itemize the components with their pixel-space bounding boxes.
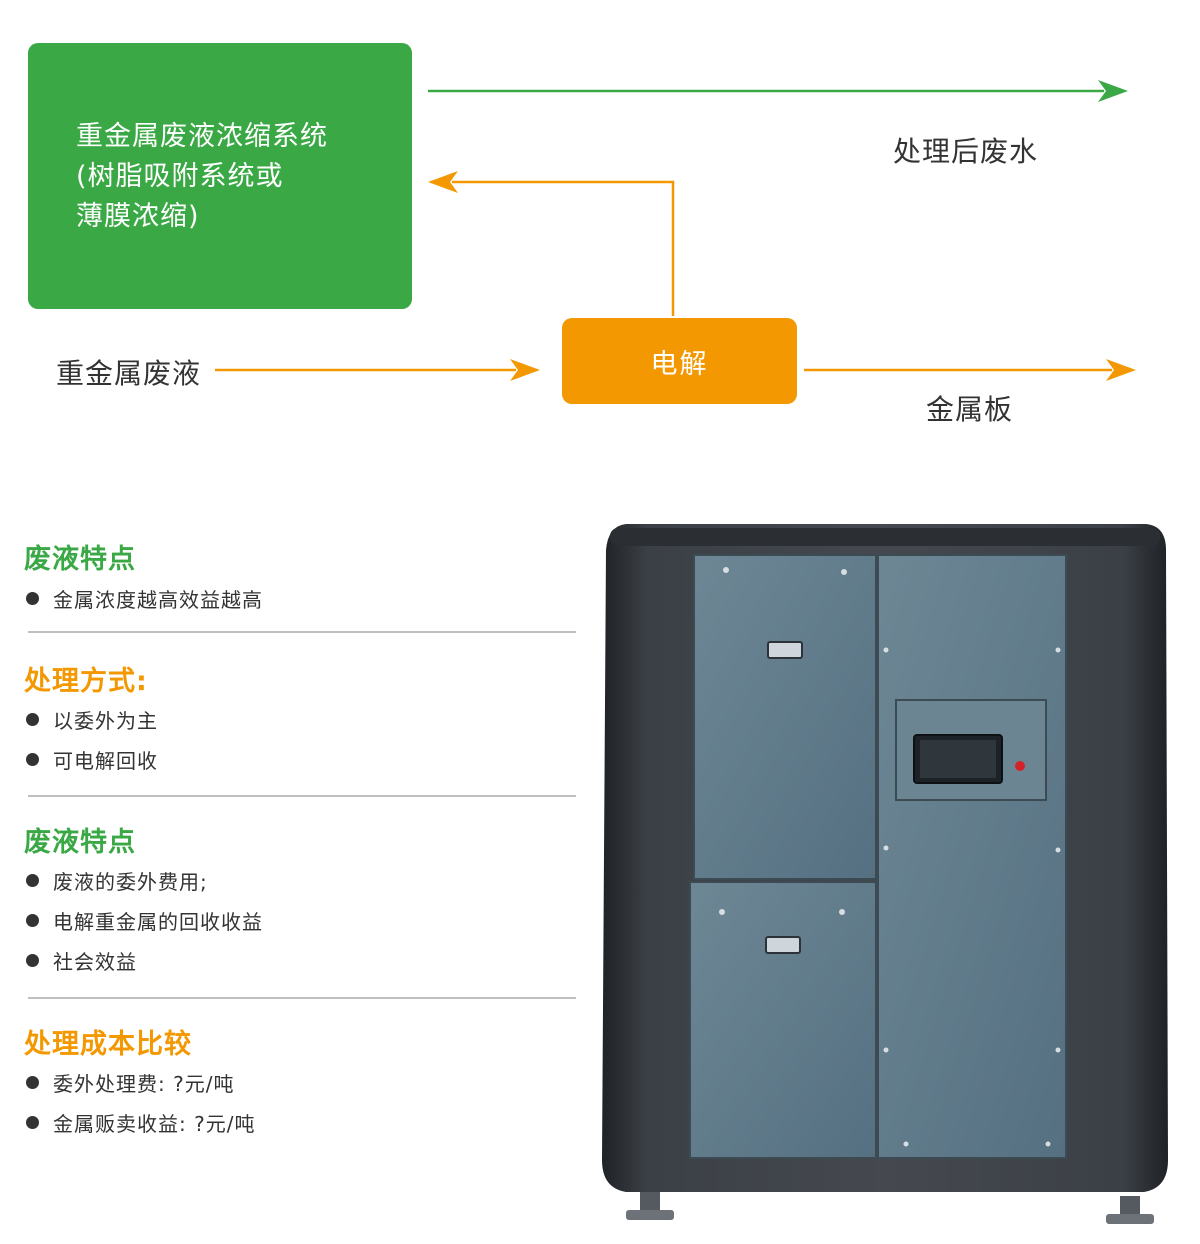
metal-plate-label: 金属板 [926,393,1014,426]
concentration-system-line-2: (树脂吸附系统或 [76,161,284,192]
list-item: 以委外为主 [26,705,158,734]
bullet-dot-icon [26,713,39,726]
concentration-system-line-1: 重金属废液浓缩系统 [76,121,328,152]
treated-water-label: 处理后废水 [893,135,1039,168]
input-waste-label: 重金属废液 [56,357,202,390]
section-divider [28,997,576,999]
concentration-system-box: 重金属废液浓缩系统 (树脂吸附系统或 薄膜浓缩) [28,43,412,309]
section-title-waste-features-2: 废液特点 [24,827,136,858]
return-arrow [428,171,675,316]
input-arrow [215,359,540,381]
treated-water-arrow [428,80,1128,102]
electrolysis-label: 电解 [650,348,709,380]
section-title-waste-features: 废液特点 [24,544,136,575]
concentration-system-line-3: 薄膜浓缩) [76,201,200,232]
list-item: 社会效益 [26,946,137,975]
bullet-dot-icon [26,874,39,887]
list-item: 电解重金属的回收收益 [26,906,263,935]
bullet-dot-icon [26,1116,39,1129]
bullet-dot-icon [26,1076,39,1089]
section-title-cost-comparison: 处理成本比较 [24,1029,192,1060]
list-item: 委外处理费: ?元/吨 [26,1068,234,1097]
list-item: 可电解回收 [26,745,158,774]
list-item: 废液的委外费用; [26,866,208,895]
bullet-dot-icon [26,954,39,967]
bullet-dot-icon [26,914,39,927]
electrolysis-box: 电解 [562,318,797,404]
list-item: 金属浓度越高效益越高 [26,584,263,613]
list-item: 金属贩卖收益: ?元/吨 [26,1108,255,1137]
section-divider [28,631,576,633]
metal-plate-arrow [804,359,1136,381]
flow-arrows [215,80,1136,381]
wastewater-treatment-machine-icon [602,524,1168,1224]
section-divider [28,795,576,797]
section-title-treatment-method: 处理方式: [24,666,148,697]
bullet-dot-icon [26,592,39,605]
bullet-dot-icon [26,753,39,766]
